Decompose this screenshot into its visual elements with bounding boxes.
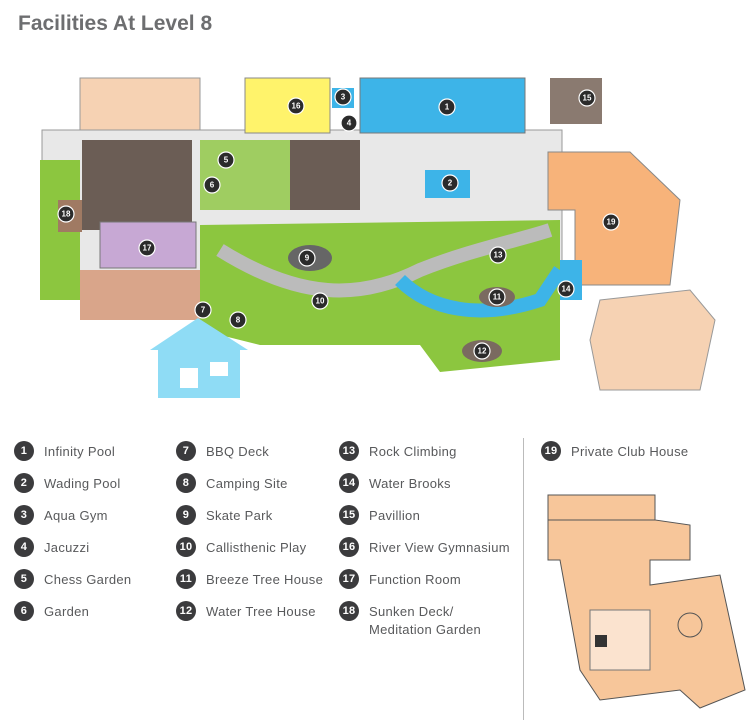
marker-2[interactable]: 2 <box>441 174 459 192</box>
deck-area <box>82 140 192 230</box>
water-brooks <box>395 266 566 318</box>
inset-round-table <box>677 612 703 638</box>
marker-4[interactable]: 4 <box>340 114 358 132</box>
home-icon <box>150 318 248 398</box>
svg-text:3: 3 <box>341 93 346 102</box>
marker-13[interactable]: 13 <box>489 246 507 264</box>
svg-text:9: 9 <box>305 254 310 263</box>
marker-3[interactable]: 3 <box>334 88 352 106</box>
svg-text:13: 13 <box>494 251 503 260</box>
svg-text:5: 5 <box>224 156 229 165</box>
marker-14[interactable]: 14 <box>557 280 575 298</box>
inset-fixture <box>595 635 607 647</box>
marker-8[interactable]: 8 <box>229 311 247 329</box>
svg-text:18: 18 <box>62 210 71 219</box>
marker-1[interactable]: 1 <box>438 98 456 116</box>
svg-text:8: 8 <box>236 316 241 325</box>
svg-text:12: 12 <box>478 347 487 356</box>
marker-11[interactable]: 11 <box>488 288 506 306</box>
legend-divider <box>523 438 524 720</box>
marker-16[interactable]: 16 <box>287 97 305 115</box>
svg-text:17: 17 <box>143 244 152 253</box>
marker-15[interactable]: 15 <box>578 89 596 107</box>
central-deck <box>290 140 360 210</box>
site-plan: 1 2 3 4 5 6 7 8 9 10 11 12 13 14 15 16 1… <box>40 77 716 398</box>
svg-text:4: 4 <box>347 119 352 128</box>
marker-9[interactable]: 9 <box>298 249 316 267</box>
svg-text:15: 15 <box>583 94 592 103</box>
building-block-nw <box>79 77 201 131</box>
inset-room <box>589 609 651 671</box>
svg-text:7: 7 <box>201 306 206 315</box>
marker-17[interactable]: 17 <box>138 239 156 257</box>
svg-text:14: 14 <box>562 285 571 294</box>
marker-10[interactable]: 10 <box>311 292 329 310</box>
svg-text:19: 19 <box>607 218 616 227</box>
page-title: Facilities At Level 8 <box>18 12 213 35</box>
marker-7[interactable]: 7 <box>194 301 212 319</box>
marker-6[interactable]: 6 <box>203 176 221 194</box>
marker-5[interactable]: 5 <box>217 151 235 169</box>
svg-text:2: 2 <box>448 179 453 188</box>
marker-19[interactable]: 19 <box>602 213 620 231</box>
svg-text:11: 11 <box>493 293 502 302</box>
club-house-inset-outline <box>547 494 746 709</box>
marker-12[interactable]: 12 <box>473 342 491 360</box>
svg-text:1: 1 <box>445 103 450 112</box>
svg-text:10: 10 <box>316 297 325 306</box>
garden-path <box>216 223 553 298</box>
svg-text:16: 16 <box>292 102 301 111</box>
marker-18[interactable]: 18 <box>57 205 75 223</box>
building-block-se <box>589 289 716 391</box>
svg-text:6: 6 <box>210 181 215 190</box>
